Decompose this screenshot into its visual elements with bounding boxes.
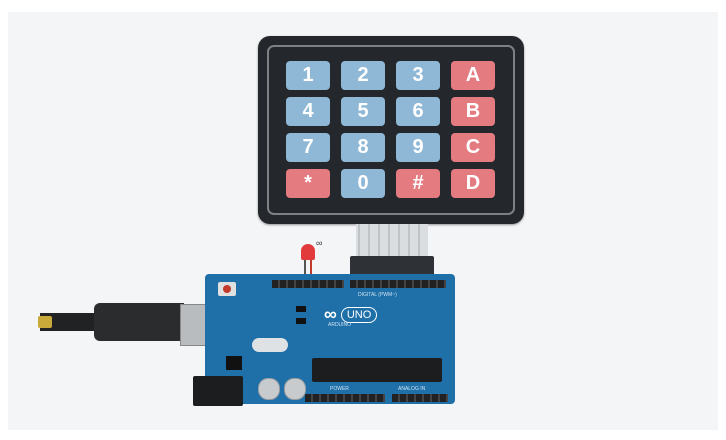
- keypad-key[interactable]: C: [451, 133, 495, 162]
- power-jack: [193, 376, 243, 406]
- atmega-chip: [312, 358, 442, 382]
- keypad-key[interactable]: 0: [341, 169, 385, 198]
- capacitor: [284, 378, 306, 400]
- digital-header-right: [350, 280, 446, 288]
- usb-plug-tip: [38, 316, 52, 328]
- keypad-key[interactable]: #: [396, 169, 440, 198]
- keypad-ribbon-cable: [356, 224, 428, 258]
- reset-button[interactable]: [218, 282, 236, 296]
- led-label: ∞: [316, 238, 323, 248]
- keypad-connector[interactable]: [350, 256, 434, 276]
- capacitor: [258, 378, 280, 400]
- board-brand: ARDUINO: [328, 322, 352, 328]
- smd-component: [296, 306, 306, 312]
- keypad-key[interactable]: *: [286, 169, 330, 198]
- power-header: [305, 394, 385, 402]
- infinity-logo-icon: ∞: [324, 304, 337, 324]
- keypad-key[interactable]: 6: [396, 97, 440, 126]
- board-model: UNO: [340, 306, 378, 323]
- led-leg-cathode: [304, 258, 306, 282]
- keypad-key[interactable]: 7: [286, 133, 330, 162]
- arduino-logo: ∞ UNO: [324, 304, 378, 325]
- keypad-key[interactable]: D: [451, 169, 495, 198]
- smd-component: [296, 318, 306, 324]
- keypad-key[interactable]: A: [451, 61, 495, 90]
- keypad-key[interactable]: 5: [341, 97, 385, 126]
- analog-header-label: ANALOG IN: [398, 386, 426, 392]
- red-led[interactable]: [301, 244, 315, 260]
- keypad-key[interactable]: 9: [396, 133, 440, 162]
- usb-cable[interactable]: [94, 303, 184, 341]
- power-header-label: POWER: [330, 386, 349, 392]
- keypad-key[interactable]: 4: [286, 97, 330, 126]
- digital-header-label: DIGITAL (PWM~): [358, 292, 397, 298]
- keypad-frame: [267, 45, 515, 215]
- keypad-key[interactable]: 1: [286, 61, 330, 90]
- keypad-key[interactable]: 8: [341, 133, 385, 162]
- arduino-uno-board[interactable]: [205, 274, 455, 404]
- usb-plug-end: [40, 313, 100, 331]
- digital-header-left: [272, 280, 344, 288]
- led-leg-anode: [310, 258, 312, 280]
- analog-header: [392, 394, 448, 402]
- keypad-key[interactable]: B: [451, 97, 495, 126]
- voltage-regulator: [226, 356, 242, 370]
- keypad-key[interactable]: 3: [396, 61, 440, 90]
- keypad-key[interactable]: 2: [341, 61, 385, 90]
- crystal-oscillator: [252, 338, 288, 352]
